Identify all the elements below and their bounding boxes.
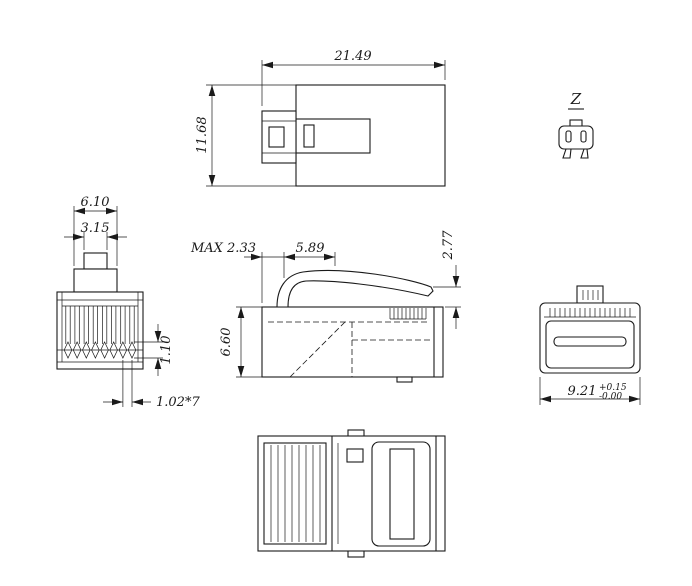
detail-z-label: Z [570, 90, 582, 108]
dim-latch-rise: 2.77 [441, 230, 456, 261]
view-detail-z: Z [558, 90, 594, 159]
view-side-latch: MAX 2.33 5.89 2.77 6.60 [190, 230, 461, 383]
detail-z-right-leg [580, 148, 589, 159]
dim-tab-outer-width: 6.10 [81, 195, 110, 210]
front-contact-pins [63, 306, 137, 359]
dim-front-max: MAX 2.33 [190, 241, 256, 256]
detail-z-body [558, 125, 594, 150]
dim-rear-width: 9.21 [568, 384, 597, 399]
dim-tab-inner-width: 3.15 [81, 221, 110, 236]
side-bottom-tab [396, 376, 413, 383]
dim-total-height: 11.68 [195, 116, 210, 153]
side-body [261, 306, 444, 378]
view-top [257, 429, 446, 558]
side-contact-comb [389, 308, 427, 320]
front-latch-tab-base [73, 268, 118, 293]
front-latch-tab-top [83, 252, 108, 270]
dim-total-length: 21.49 [333, 49, 371, 64]
top-crimp-area [371, 441, 431, 547]
top-body [257, 435, 446, 552]
dim-pin-pitch: 1.02*7 [156, 395, 200, 410]
dim-rear-tol-lower: -0.00 [599, 392, 622, 402]
dim-rear-tol-upper: +0.15 [599, 383, 627, 393]
latch-channel-detail [303, 124, 315, 148]
top-center-detail [346, 448, 364, 463]
top-crimp-hatch [389, 448, 415, 540]
top-pin-lines [270, 445, 321, 542]
rear-cavity [545, 320, 635, 369]
rear-latch-tab [576, 285, 604, 304]
view-front: 6.10 3.15 [56, 195, 200, 410]
plug-tip-window [268, 126, 285, 148]
rear-slot [553, 336, 627, 347]
view-side-shielded: 21.49 11.68 [195, 49, 446, 187]
plug-tip [261, 110, 297, 164]
dim-contact-height: 1.10 [159, 336, 174, 365]
latch-arm [276, 269, 434, 308]
dim-body-height: 6.60 [219, 328, 234, 357]
front-body [56, 291, 144, 370]
dim-latch-length: 5.89 [296, 241, 325, 256]
top-pin-area [263, 442, 327, 545]
rear-contact-ticks [549, 308, 631, 317]
view-rear: 9.21 +0.15 -0.00 [539, 285, 641, 405]
detail-z-left-leg [562, 148, 572, 159]
